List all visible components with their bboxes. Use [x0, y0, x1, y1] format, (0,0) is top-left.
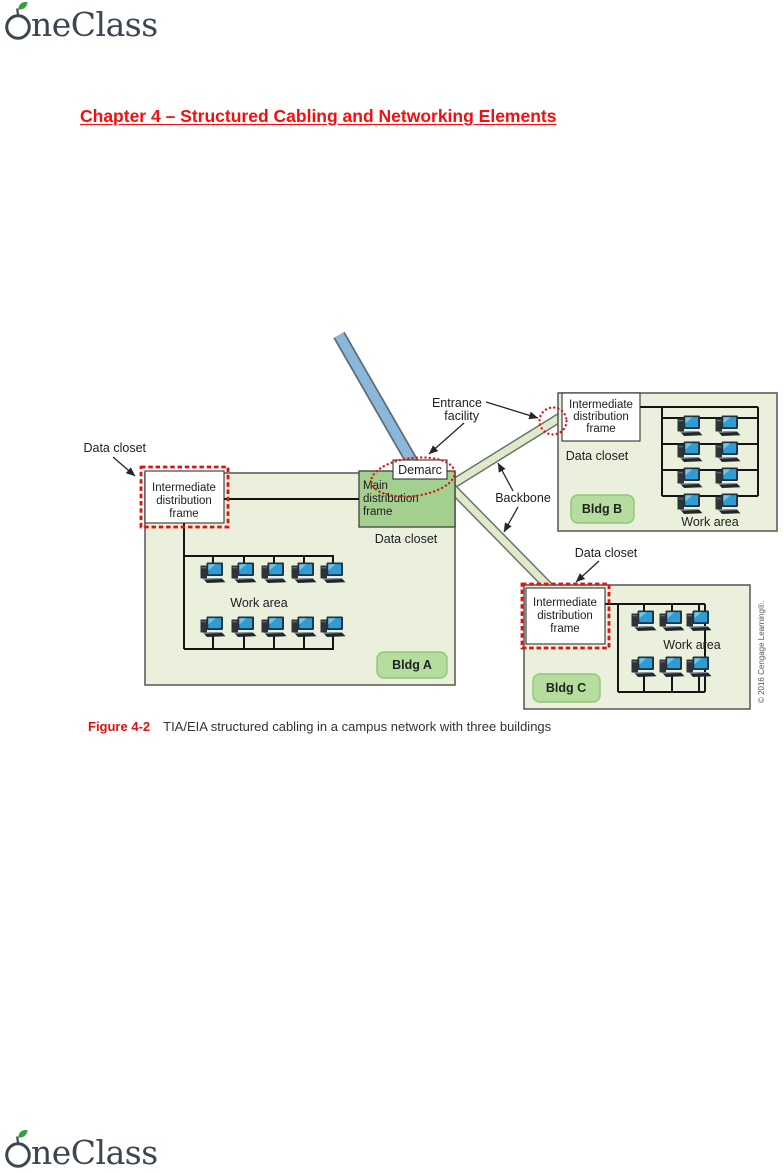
idf-a-red-highlight	[139, 465, 230, 529]
idf-a-line2: distribution	[156, 495, 212, 507]
bldg-b-badge-label: Bldg B	[582, 502, 622, 516]
idf-a-box	[144, 470, 225, 524]
data-closet-label-mdf: Data closet	[375, 532, 438, 546]
bldg-a-badge-label: Bldg A	[392, 658, 432, 672]
idf-a-line1: Intermediate	[152, 482, 216, 494]
demarc-red-highlight	[370, 456, 456, 498]
idf-c-red-highlight	[520, 582, 611, 650]
backbone-label: Backbone	[495, 491, 551, 505]
entrance-facility-line1: Entrance	[432, 396, 482, 410]
oneclass-logo: neClass	[4, 0, 234, 48]
backbone-cable-to-bldg-c	[444, 480, 556, 594]
work-area-label-c: Work area	[663, 638, 720, 652]
idf-b-line3: frame	[586, 423, 615, 435]
arrow-entrance-to-demarc	[428, 422, 465, 455]
copyright-credit: © 2016 Cengage Learning®.	[757, 601, 766, 703]
figure-number: Figure 4-2	[88, 719, 151, 734]
oneclass-logo-text: neClass	[31, 1133, 158, 1172]
campus-network-diagram: Main distribution frame Data closet Work…	[83, 331, 778, 710]
data-closet-label-b: Data closet	[566, 449, 629, 463]
backbone-cable-to-bldg-b	[445, 410, 567, 492]
arrow-data-closet-a	[112, 456, 136, 477]
arrow-backbone-to-b	[497, 462, 514, 492]
mdf-label-line3: frame	[363, 506, 392, 518]
oneclass-logo-footer: neClass	[4, 1128, 234, 1173]
idf-c-line3: frame	[550, 623, 579, 635]
idf-c-line2: distribution	[537, 610, 593, 622]
oneclass-apple-icon	[5, 1, 31, 40]
idf-b-line1: Intermediate	[569, 399, 633, 411]
figure-caption-text: TIA/EIA structured cabling in a campus n…	[163, 719, 552, 734]
idf-c-box	[525, 587, 606, 645]
diagram-annotations: Data closet Entrance facility Backbone D…	[83, 396, 638, 583]
building-a: Main distribution frame Data closet Work…	[139, 465, 456, 686]
arrow-data-closet-c	[575, 560, 600, 583]
bldg-c-badge	[532, 673, 601, 703]
idf-b-box	[561, 392, 641, 442]
idf-c-line1: Intermediate	[533, 597, 597, 609]
arrow-backbone-to-c	[503, 506, 519, 533]
figure-caption: Figure 4-2 TIA/EIA structured cabling in …	[88, 719, 551, 734]
oneclass-logo-text: neClass	[31, 5, 158, 44]
entrance-facility-line2: facility	[444, 409, 479, 423]
demarc: Demarc	[370, 456, 456, 498]
main-distribution-frame-box	[358, 470, 456, 528]
entrance-facility-highlight-b	[538, 406, 568, 436]
idf-b-line2: distribution	[573, 411, 629, 423]
bldg-c-badge-label: Bldg C	[546, 681, 586, 695]
work-area-label-b: Work area	[681, 515, 738, 529]
data-closet-label-a: Data closet	[83, 441, 146, 455]
page-title: Chapter 4 – Structured Cabling and Netwo…	[80, 106, 557, 126]
mdf-label-line1: Main	[363, 480, 388, 492]
data-closet-label-c: Data closet	[575, 546, 638, 560]
arrow-entrance-to-b	[485, 401, 539, 420]
demarc-label: Demarc	[398, 463, 442, 477]
bldg-a-badge	[376, 651, 448, 679]
building-c: Work area Bldg C Intermediate distributi…	[520, 582, 751, 710]
work-area-label-a: Work area	[230, 596, 287, 610]
idf-a-line3: frame	[169, 508, 198, 520]
oneclass-apple-icon	[5, 1129, 31, 1168]
bldg-b-badge	[570, 494, 635, 524]
provider-drop-cable	[333, 331, 421, 471]
building-b: Intermediate distribution frame Data clo…	[538, 392, 778, 532]
